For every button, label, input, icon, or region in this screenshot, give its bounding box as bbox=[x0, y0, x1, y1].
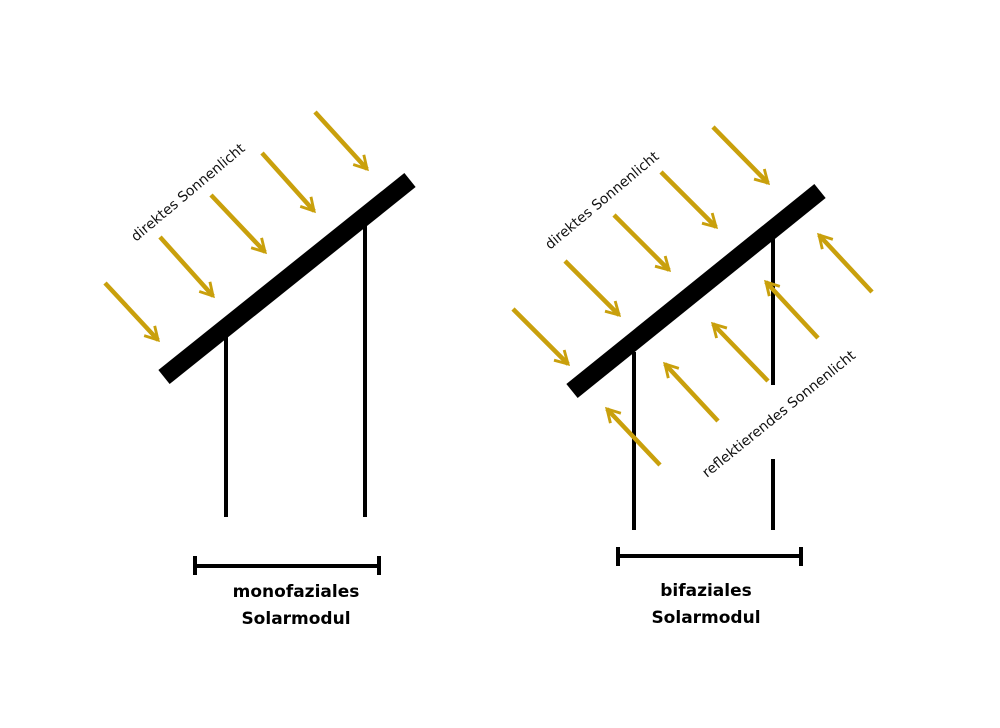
arrow-icon bbox=[817, 232, 874, 294]
bifacial-module: direktes Sonnenlicht reflektierendes Son… bbox=[511, 125, 874, 628]
left-caption-line1: monofaziales bbox=[233, 582, 360, 602]
arrow-icon bbox=[764, 279, 820, 340]
arrow-icon bbox=[158, 235, 215, 299]
arrow-icon bbox=[511, 307, 571, 367]
arrow-icon bbox=[209, 193, 267, 255]
arrow-icon bbox=[605, 406, 662, 467]
left-direct-sunlight-arrows bbox=[103, 110, 369, 343]
right-direct-light-label: direktes Sonnenlicht bbox=[542, 148, 662, 253]
arrow-icon bbox=[563, 259, 622, 318]
arrow-icon bbox=[659, 170, 719, 230]
right-caption-line2: Solarmodul bbox=[651, 608, 760, 628]
right-solar-panel bbox=[566, 183, 826, 399]
right-caption-line1: bifaziales bbox=[660, 581, 752, 601]
arrow-icon bbox=[612, 213, 672, 273]
left-solar-panel bbox=[158, 172, 416, 385]
left-direct-light-label: direktes Sonnenlicht bbox=[128, 140, 248, 245]
arrow-icon bbox=[710, 321, 770, 383]
right-reflected-light-label: reflektierendes Sonnenlicht bbox=[699, 347, 859, 481]
right-direct-sunlight-arrows bbox=[511, 125, 771, 367]
arrow-icon bbox=[711, 125, 771, 186]
left-width-measure bbox=[193, 556, 381, 575]
right-width-measure bbox=[616, 547, 803, 566]
arrow-icon bbox=[103, 281, 160, 343]
arrow-icon bbox=[663, 361, 720, 423]
left-caption-line2: Solarmodul bbox=[241, 609, 350, 629]
arrow-icon bbox=[260, 151, 316, 214]
monofacial-module: direktes Sonnenlicht monofaziales Solarm… bbox=[103, 110, 416, 629]
right-reflected-sunlight-arrows bbox=[605, 232, 874, 467]
arrow-icon bbox=[313, 110, 369, 172]
